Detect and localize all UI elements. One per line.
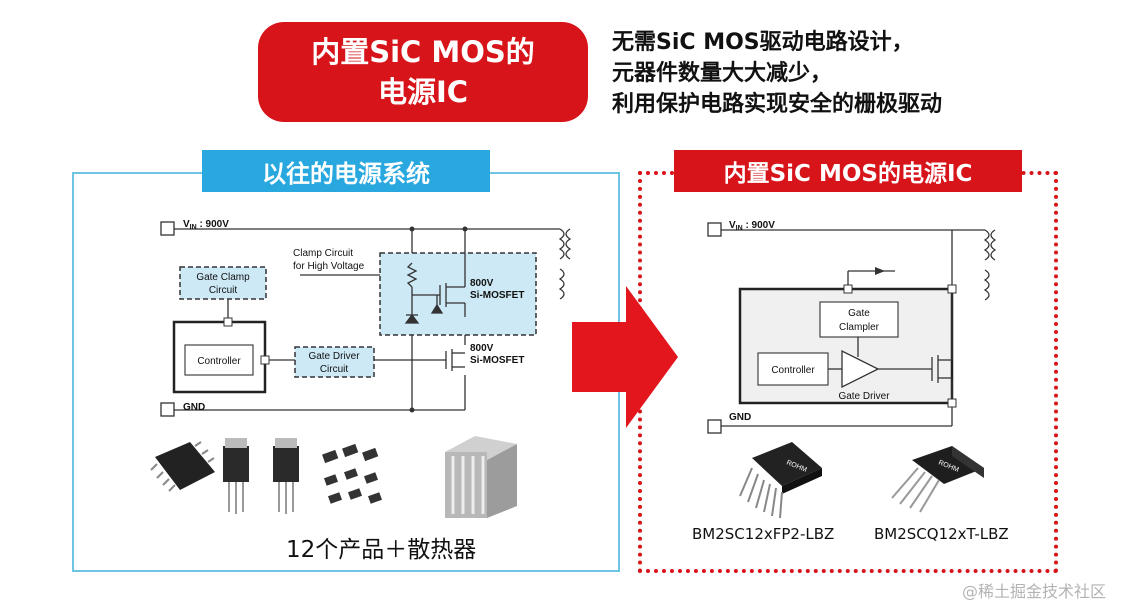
benefit-1: 无需SiC MOS驱动电路设计， bbox=[612, 30, 914, 55]
part-name-2: BM2SCQ12xT-LBZ bbox=[874, 525, 1009, 543]
title-badge: 内置SiC MOS的 电源IC bbox=[258, 22, 588, 122]
title-line-2: 电源IC bbox=[377, 75, 469, 109]
arrow-right-icon bbox=[572, 286, 678, 428]
watermark: @稀土掘金技术社区 bbox=[962, 582, 1107, 601]
benefit-3: 利用保护电路实现安全的栅极驱动 bbox=[612, 92, 943, 117]
gate-clampler-box bbox=[819, 301, 899, 338]
benefit-2: 元器件数量大大减少， bbox=[612, 61, 833, 86]
gate-clampler-line2: Clampler bbox=[839, 322, 880, 333]
gate-driver-triangle-icon bbox=[841, 349, 880, 389]
new-system-label: 内置SiC MOS的电源IC bbox=[674, 150, 1022, 192]
ic-packages-image: ROHM ROHM bbox=[739, 442, 984, 519]
gate-driver-label: Gate Driver bbox=[838, 391, 890, 402]
vin-terminal-new bbox=[707, 222, 722, 237]
gate-clamp-box bbox=[179, 266, 267, 300]
gate-driver-line2: Circuit bbox=[320, 364, 349, 375]
gate-clamp-line2: Circuit bbox=[209, 285, 238, 296]
old-circuit-diagram: VIN : 900V GND Clamp Circuit for High Vo… bbox=[160, 219, 572, 417]
mosfet-top-line2: Si-MOSFET bbox=[470, 290, 524, 301]
clamp-note-line2: for High Voltage bbox=[293, 261, 365, 272]
controller-label: Controller bbox=[197, 356, 241, 367]
resistor-icon bbox=[406, 262, 418, 288]
vin-label-new: VIN : 900V bbox=[729, 220, 775, 232]
to247-transistor-icon-2 bbox=[273, 438, 299, 514]
gnd-label-new: GND bbox=[729, 412, 751, 423]
gate-clampler-line1: Gate bbox=[848, 308, 870, 319]
gnd-terminal-new bbox=[707, 419, 722, 434]
sop-ic-icon bbox=[150, 441, 215, 492]
controller-label-new: Controller bbox=[771, 365, 815, 376]
mosfet-top-line1: 800V bbox=[470, 278, 494, 289]
controller-box-new bbox=[757, 352, 829, 386]
to247-transistor-icon bbox=[223, 438, 249, 514]
gate-driver-line1: Gate Driver bbox=[308, 351, 360, 362]
part-name-1: BM2SC12xFP2-LBZ bbox=[692, 525, 835, 543]
to220-package-icon: ROHM bbox=[891, 446, 984, 513]
to263-package-icon: ROHM bbox=[739, 442, 822, 519]
clamp-note-line1: Clamp Circuit bbox=[293, 248, 353, 259]
discrete-components-image bbox=[150, 436, 517, 518]
gnd-label: GND bbox=[183, 402, 205, 413]
controller-box bbox=[184, 344, 254, 376]
old-system-caption: 12个产品＋散热器 bbox=[286, 537, 477, 563]
heatsink-icon bbox=[445, 436, 517, 518]
vin-terminal bbox=[160, 221, 175, 236]
diode-icon bbox=[404, 313, 420, 324]
mosfet-bottom-line1: 800V bbox=[470, 343, 494, 354]
hv-clamp-box bbox=[379, 252, 537, 336]
benefits-list: 无需SiC MOS驱动电路设计， 元器件数量大大减少， 利用保护电路实现安全的栅… bbox=[612, 27, 942, 120]
title-line-1: 内置SiC MOS的 bbox=[311, 35, 535, 69]
gnd-terminal bbox=[160, 402, 175, 417]
new-circuit-diagram: VIN : 900V GND Gate Clampler Controller … bbox=[707, 220, 997, 434]
mosfet-bottom-line2: Si-MOSFET bbox=[470, 355, 524, 366]
old-system-label: 以往的电源系统 bbox=[202, 150, 490, 192]
smd-parts-icon bbox=[322, 443, 383, 504]
vin-label: VIN : 900V bbox=[183, 219, 229, 231]
gate-clamp-line1: Gate Clamp bbox=[196, 272, 250, 283]
gate-driver-box bbox=[294, 346, 375, 378]
zener-icon bbox=[430, 303, 444, 314]
